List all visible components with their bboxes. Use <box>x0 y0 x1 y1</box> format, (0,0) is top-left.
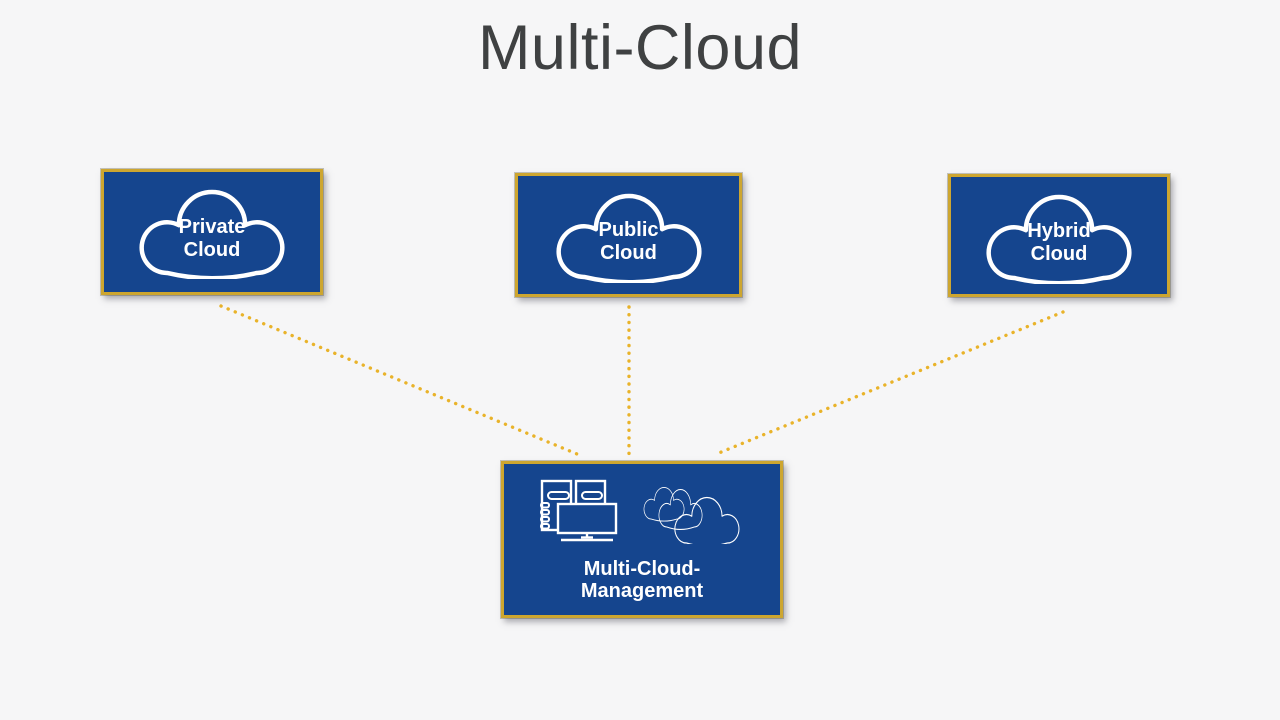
public-cloud-label: Public Cloud <box>518 176 739 294</box>
servers-monitor-icon <box>540 479 618 542</box>
label-line2: Cloud <box>183 239 241 261</box>
label-line1: Hybrid <box>1027 219 1091 242</box>
management-label: Multi-Cloud- Management <box>504 558 780 602</box>
label-line1: Public <box>598 219 659 241</box>
label-line1: Private <box>178 216 246 238</box>
management-node[interactable]: Multi-Cloud- Management <box>501 461 783 618</box>
private-cloud-node[interactable]: Private Cloud <box>101 169 323 295</box>
label-line1: Multi-Cloud- <box>583 558 701 580</box>
multi-cloud-icon <box>643 486 740 544</box>
connector-private-to-management <box>219 304 579 456</box>
slide-title: Multi-Cloud <box>477 13 803 83</box>
label-line2: Cloud <box>600 242 657 264</box>
connector-hybrid-to-management <box>712 310 1065 457</box>
private-cloud-label: Private Cloud <box>104 172 320 292</box>
public-cloud-node[interactable]: Public Cloud <box>515 173 742 297</box>
label-line2: Cloud <box>1030 242 1088 265</box>
hybrid-cloud-label: Hybrid Cloud <box>951 177 1167 294</box>
label-line2: Management <box>580 580 704 602</box>
hybrid-cloud-node[interactable]: Hybrid Cloud <box>948 174 1170 297</box>
